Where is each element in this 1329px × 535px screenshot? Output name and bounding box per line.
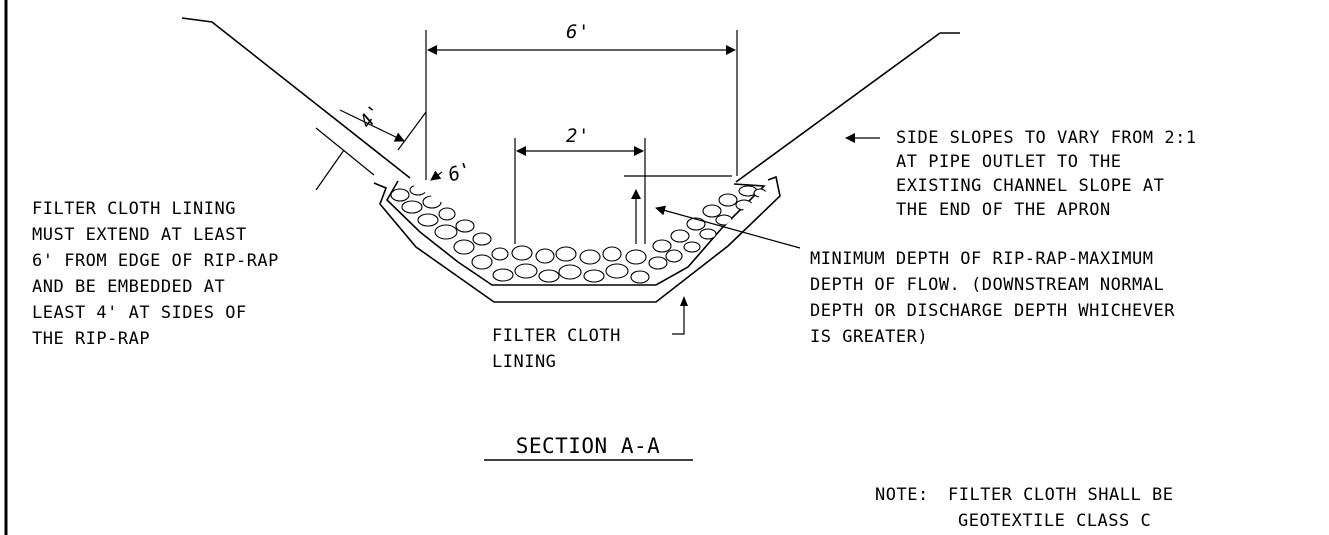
svg-text:GEOTEXTILE CLASS C: GEOTEXTILE CLASS C [958, 511, 1151, 531]
svg-text:AND BE EMBEDDED AT: AND BE EMBEDDED AT [32, 277, 225, 297]
dimension-extend-label: 6' [445, 158, 475, 186]
dimension-embed-depth [339, 109, 427, 151]
filter-cloth-extend-callout: FILTER CLOTH LINING MUST EXTEND AT LEAST… [32, 199, 279, 349]
svg-text:AT PIPE OUTLET TO THE: AT PIPE OUTLET TO THE [896, 152, 1121, 172]
svg-text:FILTER CLOTH LINING: FILTER CLOTH LINING [32, 199, 236, 219]
filter-cloth-lining-callout: FILTER CLOTH LINING [492, 326, 621, 372]
svg-text:MUST EXTEND AT LEAST: MUST EXTEND AT LEAST [32, 225, 247, 245]
svg-text:NOTE:: NOTE: [875, 485, 929, 505]
svg-text:IS GREATER): IS GREATER) [810, 327, 928, 347]
filter-cloth-lining-shape [373, 175, 781, 303]
side-slopes-callout: SIDE SLOPES TO VARY FROM 2:1 AT PIPE OUT… [896, 128, 1197, 220]
dimension-top-width [425, 30, 738, 180]
dimension-extend-leader [430, 170, 443, 181]
svg-text:MINIMUM DEPTH OF RIP-RAP-MAXIM: MINIMUM DEPTH OF RIP-RAP-MAXIMUM [810, 249, 1154, 269]
dimension-bottom-width [514, 138, 646, 244]
dimension-bottom-width-label: 2' [566, 125, 590, 147]
filter-cloth-lining-leader [672, 300, 685, 335]
filter-cloth-extend-line [315, 127, 375, 176]
rip-rap-stones [390, 184, 767, 284]
filter-cloth-extend-leader [315, 149, 345, 191]
svg-text:THE RIP-RAP: THE RIP-RAP [32, 329, 150, 349]
svg-text:FILTER CLOTH SHALL BE: FILTER CLOTH SHALL BE [948, 485, 1173, 505]
svg-text:LEAST 4' AT SIDES OF: LEAST 4' AT SIDES OF [32, 303, 247, 323]
minimum-depth-leader [655, 205, 801, 249]
svg-text:SIDE SLOPES TO VARY FROM 2:1: SIDE SLOPES TO VARY FROM 2:1 [896, 128, 1197, 148]
dimension-embed-depth-label: 4' [355, 100, 387, 132]
svg-text:LINING: LINING [492, 352, 556, 372]
section-title: SECTION A-A [516, 434, 661, 458]
dimension-min-depth [624, 175, 732, 244]
svg-text:DEPTH OR DISCHARGE DEPTH WHICH: DEPTH OR DISCHARGE DEPTH WHICHEVER [810, 301, 1175, 321]
note-block: NOTE: FILTER CLOTH SHALL BE GEOTEXTILE C… [875, 485, 1173, 531]
ground-line-left [181, 17, 411, 179]
svg-text:EXISTING CHANNEL SLOPE AT: EXISTING CHANNEL SLOPE AT [896, 176, 1164, 196]
minimum-depth-callout: MINIMUM DEPTH OF RIP-RAP-MAXIMUM DEPTH O… [810, 249, 1175, 347]
svg-text:DEPTH OF FLOW. (DOWNSTREAM NOR: DEPTH OF FLOW. (DOWNSTREAM NORMAL [810, 275, 1164, 295]
svg-text:FILTER CLOTH: FILTER CLOTH [492, 326, 621, 346]
ground-line-right [735, 32, 960, 183]
dimension-top-width-label: 6' [566, 21, 590, 43]
svg-text:6' FROM EDGE OF RIP-RAP: 6' FROM EDGE OF RIP-RAP [32, 251, 279, 271]
svg-text:THE END OF THE APRON: THE END OF THE APRON [896, 200, 1111, 220]
